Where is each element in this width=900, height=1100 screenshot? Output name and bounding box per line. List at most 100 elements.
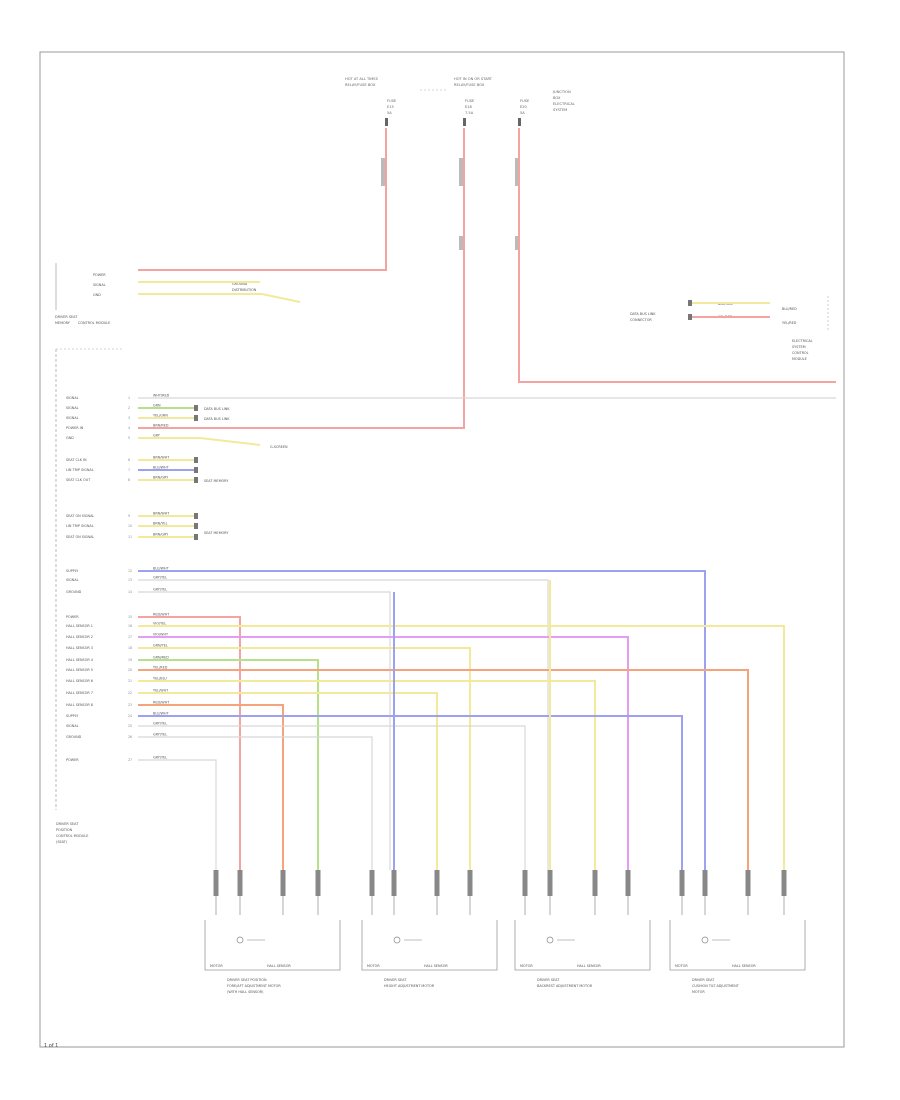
- motor-connector: [280, 870, 286, 896]
- motor-symbol: [236, 936, 244, 944]
- page-number: 1 of 1: [44, 1043, 59, 1049]
- pin-label: HALL SENSOR 1: [66, 624, 93, 628]
- wire-color-label: BLU/WHT: [153, 567, 170, 571]
- motor-connector: [547, 870, 553, 896]
- pin-number: 4: [128, 426, 130, 430]
- motor-connector: [745, 870, 751, 896]
- fuse3-line-2: E20: [520, 105, 528, 109]
- pin-label: HALL SENSOR 7: [66, 691, 93, 695]
- motor-symbol: [393, 936, 401, 944]
- main-module-name-2: POSITION: [56, 828, 73, 832]
- hall-sensor-label: HALL SENSOR: [424, 964, 448, 968]
- pin-label: SUPPLY: [66, 714, 79, 718]
- right-conn-text-2: YEL/RED: [782, 321, 797, 325]
- fuse1-title-1: HOT AT ALL TIMES: [345, 77, 379, 81]
- connector-marker: [194, 513, 198, 519]
- connector-marker: [688, 300, 692, 306]
- main-module-outline: DRIVER SEAT POSITION CONTROL MODULE (SEA…: [55, 348, 124, 844]
- pin-number: 1: [128, 396, 130, 400]
- pin-number: 21: [128, 679, 132, 683]
- motor-module-outline: [514, 920, 651, 971]
- right-connector: DATA BUS LINK CONNECTOR BLU/RED YEL/RED …: [630, 296, 829, 361]
- wire-color-label: YEL/BLU: [153, 677, 167, 681]
- pin-label: HALL SENSOR 3: [66, 646, 93, 650]
- pin-label: SIGNAL: [66, 578, 79, 582]
- pin-number: 27: [128, 758, 132, 762]
- pin-number: 5: [128, 436, 130, 440]
- motor-caption: DRIVER SEAT POSITION: [227, 978, 267, 982]
- motor-connector: [315, 870, 321, 896]
- esc-module-4: MODULE: [792, 357, 807, 361]
- right-conn-label-2: CONNECTOR: [630, 318, 652, 322]
- motor-caption: (WITH HALL SENSOR): [227, 990, 264, 994]
- fuse-block-2: HOT IN ON OR START RELAY/FUSE BOX FUSE E…: [454, 77, 493, 115]
- wire-fuse1-power: [138, 128, 387, 271]
- motor-connector: [679, 870, 685, 896]
- left-top-pin-3: GND: [93, 293, 101, 297]
- fuse1-line-3: 5A: [387, 111, 392, 115]
- pin-number: 19: [128, 658, 132, 662]
- fuse3-line-3: 5A: [520, 111, 525, 115]
- wire-hall-8: [138, 704, 284, 870]
- wire-hall-6: [138, 680, 596, 870]
- wire-signal-g2: [138, 725, 526, 870]
- ground-dist-1: GROUND: [232, 282, 248, 286]
- side-ref-label: DATA BUS LINK: [204, 417, 230, 421]
- left-module-name-1: DRIVER SEAT: [55, 315, 78, 319]
- pin-number: 2: [128, 406, 130, 410]
- motor-caption: HEIGHT ADJUSTMENT MOTOR: [384, 984, 435, 988]
- motor-caption: CUSHION TILT ADJUSTMENT: [692, 984, 740, 988]
- wire-color-label: BRN/WHT: [153, 512, 170, 516]
- motor-label: MOTOR: [367, 964, 380, 968]
- wire-color-label: BRN/GRY: [153, 533, 169, 537]
- fuse-block-3: FUSE E20 5A JUNCTION BOX ELECTRICAL SYST…: [520, 90, 575, 115]
- motor-module-outline: [669, 920, 806, 971]
- wire-power-m1: [138, 616, 241, 870]
- wire-hall-5: [138, 669, 749, 870]
- wire-ground-g1: [138, 591, 391, 870]
- wire-ground-g2: [138, 736, 373, 870]
- fuse2-line-3: 7.5A: [465, 111, 474, 115]
- pin-label: SEAT ON SIGNAL: [66, 535, 94, 539]
- wire-color-label: GRY/YEL: [153, 733, 167, 737]
- motor-caption: FORE/AFT ADJUSTMENT MOTOR: [227, 984, 281, 988]
- pin-label: POWER IN: [66, 426, 84, 430]
- pin-number: 11: [128, 535, 132, 539]
- wire-color-label: BRN/YEL: [153, 522, 168, 526]
- right-conn-text-1: BLU/RED: [782, 307, 797, 311]
- wire-color-label: YEL/WHT: [153, 689, 169, 693]
- right-conn-label-1: DATA BUS LINK: [630, 312, 656, 316]
- left-top-pin-2: SIGNAL: [93, 283, 106, 287]
- motor-connector: [213, 870, 219, 896]
- wire-color-label: VIO/WHT: [153, 633, 169, 637]
- fuse1-line-2: E15: [387, 105, 394, 109]
- motor-connector: [781, 870, 787, 896]
- pin-label: GND: [66, 436, 74, 440]
- wire-color-label: VIO/YEL: [153, 622, 166, 626]
- motor-label: MOTOR: [520, 964, 533, 968]
- wire-color-label: BLU/WHT: [153, 466, 170, 470]
- motor-label: MOTOR: [675, 964, 688, 968]
- diagram-frame: [39, 51, 845, 1048]
- connector-marker: [194, 457, 198, 463]
- fuse1-title-2: RELAY/FUSE BOX: [345, 83, 376, 87]
- wire-color-label: RED/WHT: [153, 613, 170, 617]
- motor-caption: DRIVER SEAT: [384, 978, 407, 982]
- fuse3-title-2: BOX: [553, 96, 561, 100]
- wire-hall-1: [138, 625, 785, 870]
- pin-number: 12: [128, 569, 132, 573]
- fuse2-title-1: HOT IN ON OR START: [454, 77, 493, 81]
- wire-color-label: YEL/RED: [153, 666, 168, 670]
- esc-module-3: CONTROL: [792, 351, 809, 355]
- motor-connector: [625, 870, 631, 896]
- wires-layer: [138, 128, 836, 870]
- pin-label: LIN TRIP SIGNAL: [66, 524, 94, 528]
- fuse2-line-2: E18: [465, 105, 473, 109]
- pin-number: 8: [128, 478, 130, 482]
- pin-label: GROUND: [66, 590, 82, 594]
- pin-label: SEAT CLK OUT: [66, 478, 91, 482]
- fuse3-line-1: FUSE: [520, 99, 530, 103]
- pin-number: 22: [128, 691, 132, 695]
